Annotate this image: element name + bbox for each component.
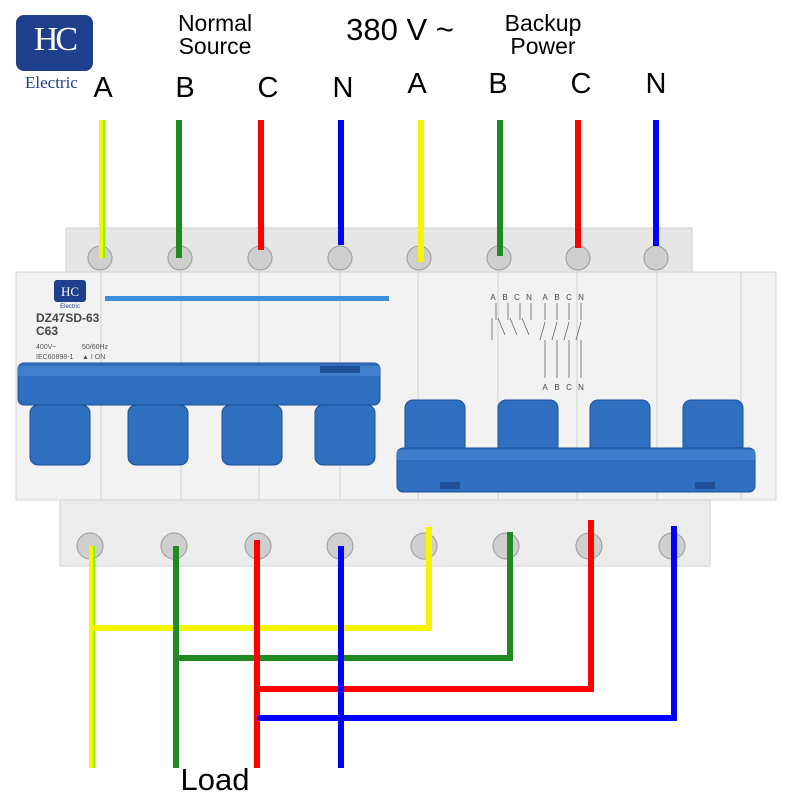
phase-label-normal-a: A xyxy=(93,72,113,104)
backup-n-bridge xyxy=(257,526,677,721)
device-brand-name: Electric xyxy=(60,304,80,310)
device-logo xyxy=(54,280,86,302)
logo-text: HC xyxy=(33,21,78,58)
blue-stripe xyxy=(105,296,389,301)
schematic-bottom-label: A xyxy=(542,383,548,392)
backup-c-bridge xyxy=(257,520,594,692)
schematic-top-label: N xyxy=(526,293,532,302)
terminal-screw-icon xyxy=(643,245,669,271)
load-wires xyxy=(89,520,677,768)
schematic-top-label: C xyxy=(514,293,520,302)
schematic-top-label: C xyxy=(566,293,572,302)
backup-power-handle[interactable] xyxy=(396,399,756,493)
backup-power-heading: Backup Power xyxy=(504,10,582,59)
phase-label-normal-c: C xyxy=(258,72,279,104)
schematic-labels: A B C N A B C N A B C N xyxy=(490,293,584,392)
phase-label-backup-a: A xyxy=(407,68,427,100)
terminal-screw-icon xyxy=(327,245,353,271)
input-wires xyxy=(99,120,659,262)
standard-text: IEC60898-1 xyxy=(36,354,73,361)
normal-source-heading: Normal Source xyxy=(177,10,253,59)
frequency-text: 50/60Hz xyxy=(82,344,109,351)
phase-label-backup-n: N xyxy=(646,68,667,100)
voltage-heading: 380 V ~ xyxy=(346,12,454,47)
top-terminal-block xyxy=(65,227,693,275)
phase-label-normal-b: B xyxy=(175,72,194,104)
bottom-terminal-block xyxy=(59,499,711,567)
state-text: ▲ I ON xyxy=(82,354,105,361)
phase-label-backup-b: B xyxy=(488,68,507,100)
schematic-bottom-label: B xyxy=(554,383,559,392)
hc-electric-logo: HC xyxy=(16,15,93,71)
schematic-top-label: N xyxy=(578,293,584,302)
schematic-top-label: B xyxy=(554,293,559,302)
model-text: DZ47SD-63 xyxy=(36,311,100,325)
normal-source-handle[interactable] xyxy=(17,362,381,466)
terminal-screw-icon xyxy=(565,245,591,271)
phase-labels: A B C N A B C N xyxy=(93,68,666,104)
terminal-screw-icon xyxy=(492,532,520,560)
rating-text: C63 xyxy=(36,324,58,338)
schematic-bottom-label: N xyxy=(578,383,584,392)
schematic-top-label: A xyxy=(542,293,548,302)
logo-brand-name: Electric xyxy=(25,73,78,92)
internal-schematic xyxy=(491,303,582,378)
backup-a-bridge xyxy=(92,527,432,631)
terminal-screw-icon xyxy=(410,532,438,560)
device-logo-text: HC xyxy=(61,284,79,299)
phase-label-normal-n: N xyxy=(333,72,354,104)
schematic-bottom-label: C xyxy=(566,383,572,392)
backup-b-bridge xyxy=(176,532,513,661)
schematic-top-label: B xyxy=(502,293,507,302)
phase-label-backup-c: C xyxy=(571,68,592,100)
voltage-rating-text: 400V~ xyxy=(36,344,56,351)
schematic-top-label: A xyxy=(490,293,496,302)
load-label: Load xyxy=(180,762,250,797)
